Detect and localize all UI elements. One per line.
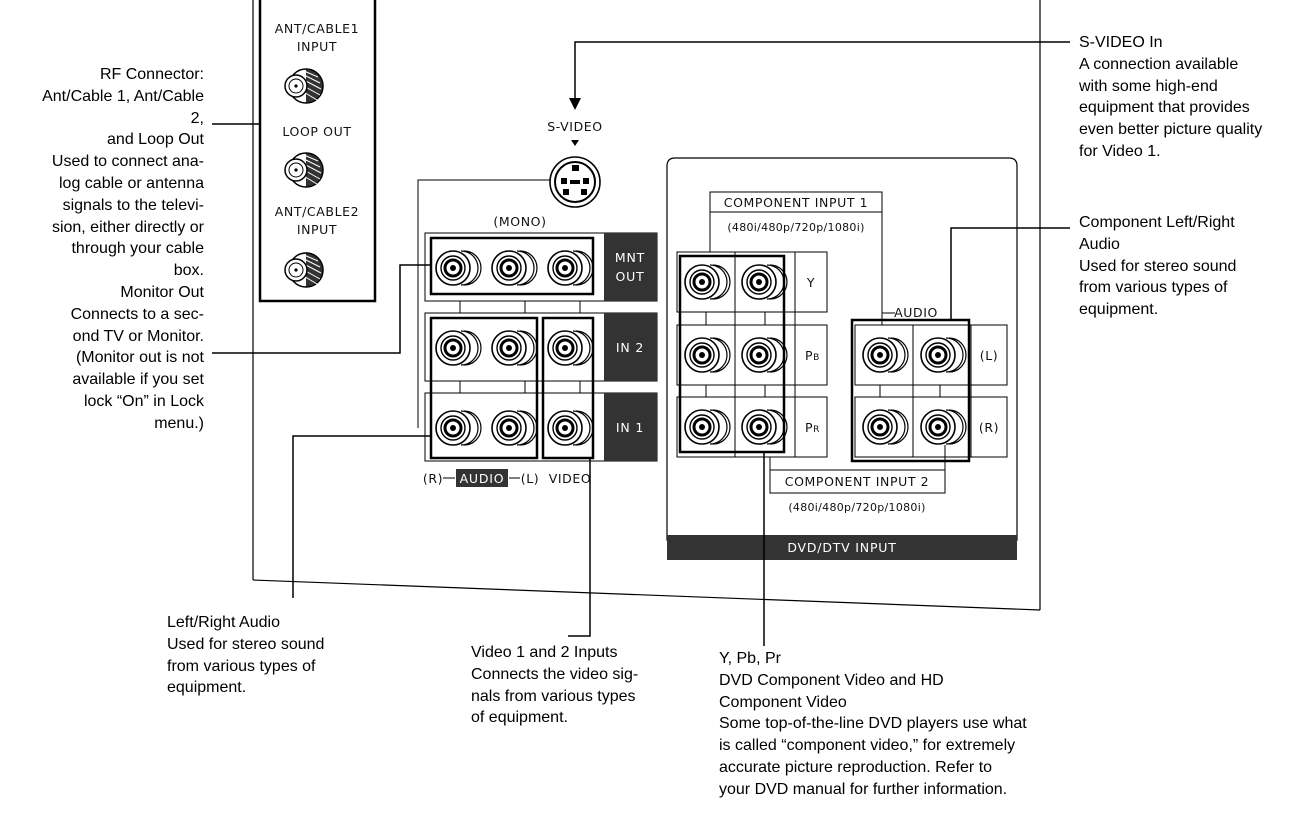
in2-audio-l-jack[interactable] [490,329,539,367]
mono-label: (MONO) [493,214,546,229]
ant-cable1-label-line2: INPUT [297,39,337,54]
monitor-out-leader-line [212,264,431,354]
video-inputs-leader-line [568,458,591,637]
rf-connector-callout: RF Connector: Ant/Cable 1, Ant/Cable 2, … [42,66,204,280]
leader-lines [212,41,1070,646]
component-audio-r1-jack[interactable] [861,408,910,446]
ypbpr-callout: Y, Pb, Pr DVD Component Video and HD Com… [719,650,1027,798]
in2-audio-r-jack[interactable] [434,329,483,367]
in1-audio-r-jack[interactable] [434,409,483,447]
component-input1-label: COMPONENT INPUT 1 [724,195,868,210]
pr-label: PR [805,420,820,435]
main-panel-outline [252,0,1041,611]
ant-cable1-connector[interactable] [284,68,324,104]
video-label: VIDEO [549,471,592,486]
lr-audio-callout: Left/Right Audio Used for stereo sound f… [167,614,325,697]
pb-label: PB [805,348,820,363]
component-audio-l2-jack[interactable] [919,336,968,374]
component2-pr-jack[interactable] [740,408,789,446]
monitor-out-audio-r-jack[interactable] [434,249,483,287]
av-inputs-block: (MONO) MNT OUT IN 2 IN 1 [423,214,658,487]
component-input2-resolution: (480i/480p/720p/1080i) [788,501,925,514]
component2-pb-jack[interactable] [740,336,789,374]
mnt-out-label-line1: MNT [615,250,645,265]
component-input1-resolution: (480i/480p/720p/1080i) [727,221,864,234]
s-video-connector[interactable] [549,156,601,208]
in2-video-jack[interactable] [546,329,595,367]
in1-audio-l-jack[interactable] [490,409,539,447]
audio-l-label: (L) [521,471,540,486]
loop-out-connector[interactable] [284,152,324,188]
component-audio-leader-line [950,227,1070,320]
component1-y-jack[interactable] [683,263,732,301]
s-video-callout: S-VIDEO In A connection available with s… [1079,34,1263,160]
s-video-leader-line [574,41,1070,98]
component-audio-l1-jack[interactable] [861,336,910,374]
component-audio-callout: Component Left/Right Audio Used for ster… [1079,214,1237,319]
component-audio-l-label: (L) [980,348,999,363]
in2-label: IN 2 [616,340,644,355]
ant-cable1-label-line1: ANT/CABLE1 [275,21,359,36]
ant-cable2-label-line1: ANT/CABLE2 [275,204,359,219]
component-audio-r-label: (R) [979,420,999,435]
component-audio-label: AUDIO [894,305,938,320]
component-input2-label: COMPONENT INPUT 2 [785,474,929,489]
s-video-section: S-VIDEO [417,119,603,428]
loop-out-label: LOOP OUT [282,124,351,139]
component-input-block: DVD/DTV INPUT COMPONENT INPUT 1 (480i/48… [666,157,1018,560]
component1-pb-jack[interactable] [683,336,732,374]
component-audio-r2-jack[interactable] [919,408,968,446]
component2-y-jack[interactable] [740,263,789,301]
monitor-out-callout: Monitor Out Connects to a sec- ond TV or… [70,284,204,432]
monitor-out-video-jack[interactable] [546,249,595,287]
dvd-dtv-input-label: DVD/DTV INPUT [787,540,896,555]
y-label: Y [806,275,815,290]
in1-video-jack[interactable] [546,409,595,447]
rf-section: ANT/CABLE1 INPUT LOOP OUT ANT/CABLE2 INP… [258,0,377,303]
mnt-out-label-line2: OUT [615,269,644,284]
monitor-out-audio-l-jack[interactable] [490,249,539,287]
in1-label: IN 1 [616,420,644,435]
audio-r-label: (R) [423,471,443,486]
ant-cable2-label-line2: INPUT [297,222,337,237]
lr-audio-leader-line [292,435,431,598]
component1-pr-jack[interactable] [683,408,732,446]
s-video-label: S-VIDEO [547,119,603,134]
ant-cable2-connector[interactable] [284,252,324,288]
audio-label: AUDIO [460,471,505,486]
video-inputs-callout: Video 1 and 2 Inputs Connects the video … [471,644,639,727]
